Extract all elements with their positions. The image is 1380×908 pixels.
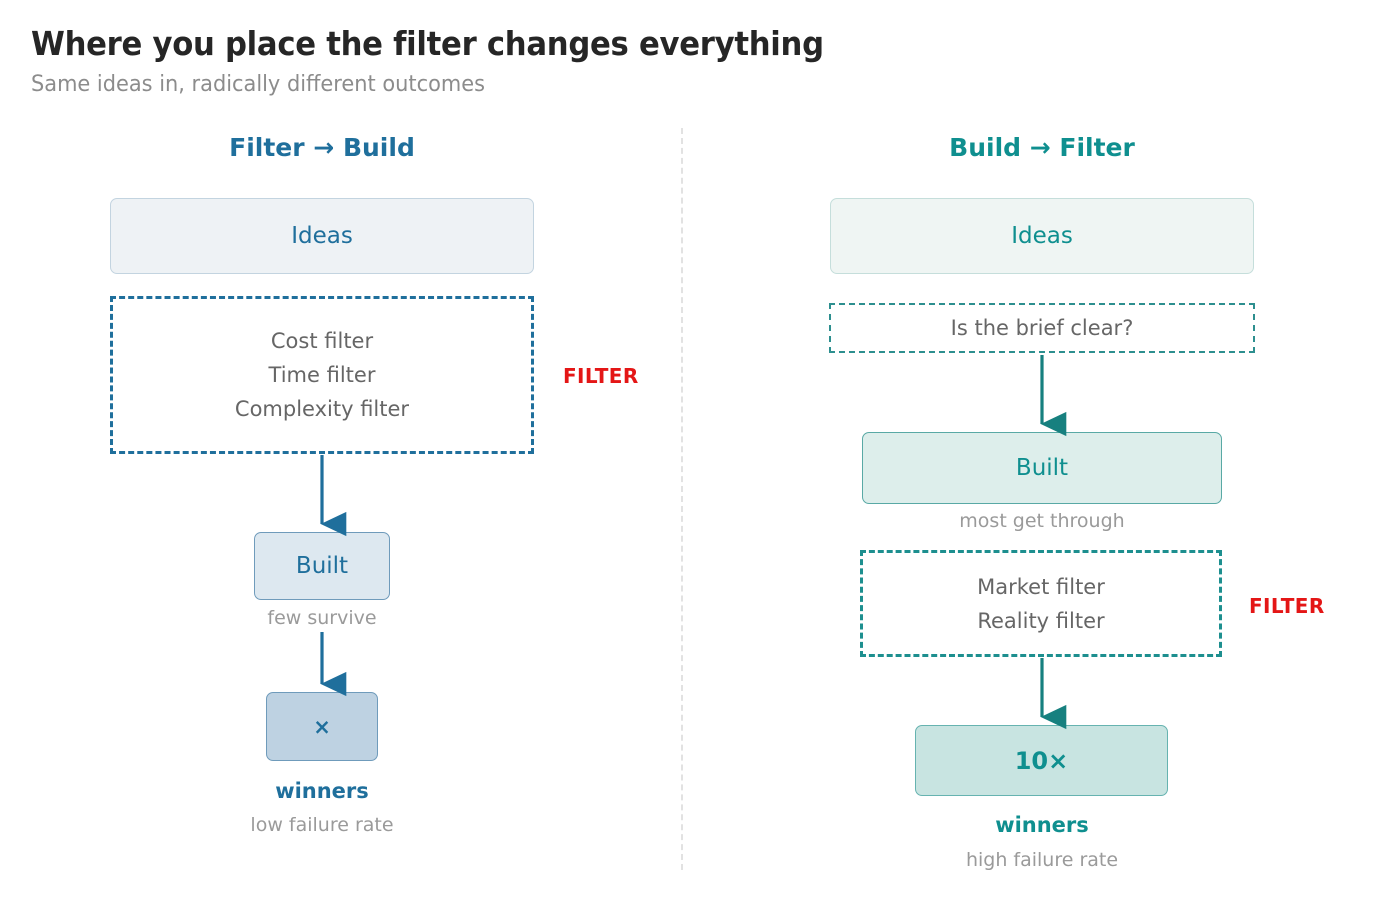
page-subtitle: Same ideas in, radically different outco… — [31, 72, 485, 97]
node-ideas-right-label: Ideas — [1011, 223, 1073, 249]
filter-tag-right: FILTER — [1249, 594, 1325, 618]
node-winners-left[interactable]: × — [266, 692, 378, 761]
caption-built-right: most get through — [959, 510, 1125, 532]
filter-line-reality: Reality filter — [977, 608, 1105, 633]
gate-box-brief-clear[interactable]: Is the brief clear? — [829, 303, 1255, 353]
node-winners-right-value: 10× — [1014, 746, 1069, 775]
node-built-right[interactable]: Built — [862, 432, 1222, 504]
filter-tag-left: FILTER — [563, 364, 639, 388]
node-ideas-left[interactable]: Ideas — [110, 198, 534, 274]
node-built-left[interactable]: Built — [254, 532, 390, 600]
node-built-left-label: Built — [295, 553, 349, 579]
filter-box-left[interactable]: Cost filter Time filter Complexity filte… — [110, 296, 534, 454]
column-divider — [681, 128, 683, 870]
column-heading-build-filter: Build → Filter — [949, 133, 1135, 162]
caption-winners-right: high failure rate — [965, 849, 1119, 871]
filter-line-market: Market filter — [977, 574, 1105, 599]
filter-line-time: Time filter — [268, 363, 376, 387]
page-title: Where you place the filter changes every… — [31, 24, 824, 63]
gate-line-brief-clear: Is the brief clear? — [950, 316, 1134, 340]
winners-label-left: winners — [275, 779, 369, 803]
filter-line-cost: Cost filter — [270, 329, 374, 353]
filter-line-complexity: Complexity filter — [234, 397, 410, 421]
column-heading-filter-build: Filter → Build — [229, 133, 415, 162]
node-winners-right[interactable]: 10× — [915, 725, 1168, 796]
caption-built-left: few survive — [267, 607, 377, 629]
node-winners-left-value: × — [313, 714, 331, 739]
winners-label-right: winners — [995, 813, 1089, 837]
caption-winners-left: low failure rate — [250, 814, 394, 836]
node-ideas-right[interactable]: Ideas — [830, 198, 1254, 274]
filter-box-right[interactable]: Market filter Reality filter — [860, 550, 1222, 657]
node-ideas-left-label: Ideas — [291, 223, 353, 249]
node-built-right-label: Built — [1015, 455, 1069, 481]
